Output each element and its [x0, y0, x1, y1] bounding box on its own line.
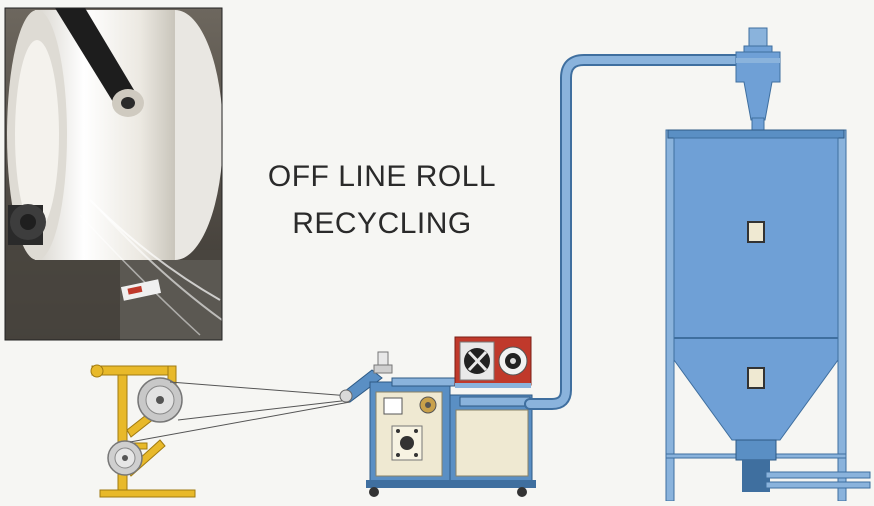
photo-roll	[5, 8, 223, 340]
storage-silo	[666, 130, 870, 501]
diagram-title-line-1: OFF LINE ROLL	[232, 160, 532, 194]
roll-unwind-stand	[91, 365, 195, 497]
unwind-reel-lower	[108, 441, 142, 475]
cyclone-separator	[736, 28, 780, 130]
unwind-reel-upper	[138, 378, 182, 422]
granulator-motor	[455, 337, 531, 388]
diagram-title-line-2: RECYCLING	[232, 207, 532, 241]
